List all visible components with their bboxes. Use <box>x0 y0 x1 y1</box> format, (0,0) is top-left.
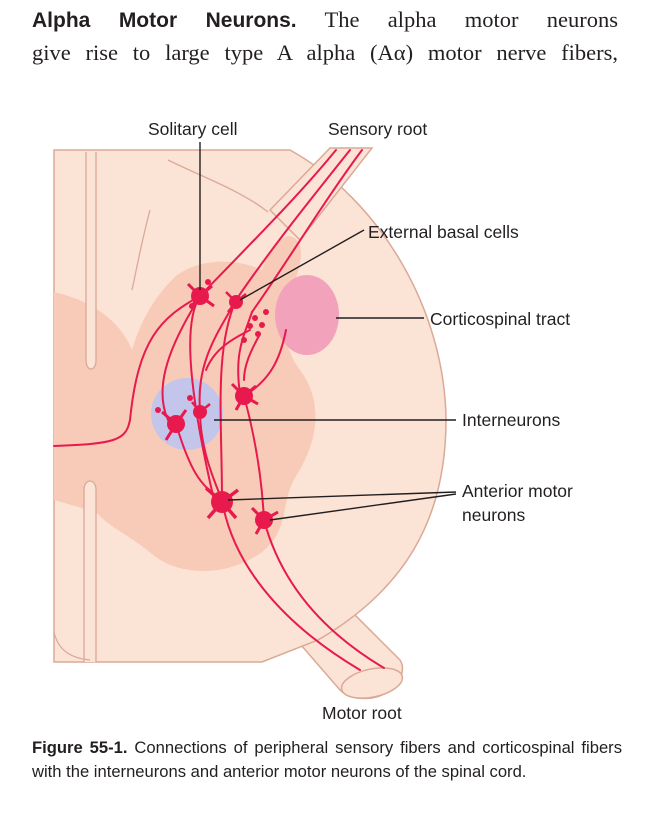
label-anterior-motor-neurons-line1: Anterior motor <box>462 481 573 501</box>
label-motor-root: Motor root <box>322 703 402 723</box>
interneuron-zone <box>151 378 223 450</box>
figure-caption-text: Connections of peripheral sensory fibers… <box>32 738 622 781</box>
label-interneurons: Interneurons <box>462 410 561 430</box>
dorsal-horn-outline <box>167 159 269 213</box>
interneuron-1 <box>161 409 188 441</box>
ventral-median-fissure <box>83 480 97 662</box>
external-basal-cell-neuron <box>225 291 247 313</box>
interneuron-2 <box>191 401 211 419</box>
motor-root-cut-end <box>340 667 404 699</box>
figure-caption: Figure 55-1. Connections of peripheral s… <box>32 736 622 784</box>
dorsal-median-septum <box>85 152 97 370</box>
label-external-basal-cells: External basal cells <box>368 222 519 242</box>
paragraph-line-1-text: The alpha motor neurons <box>324 7 619 32</box>
dorsal-column-line <box>131 209 151 291</box>
interneuron-3 <box>230 382 259 411</box>
body-paragraph: Alpha Motor Neurons. The alpha motor neu… <box>32 4 618 69</box>
label-solitary-cell: Solitary cell <box>148 119 238 139</box>
white-matter-contour <box>53 631 91 661</box>
synaptic-terminals <box>155 279 269 413</box>
label-sensory-root: Sensory root <box>328 119 428 139</box>
anterior-motor-neuron-2 <box>250 506 279 535</box>
label-anterior-motor-neurons-line2: neurons <box>462 505 526 525</box>
paragraph-line-2: give rise to large type A alpha (Aα) mot… <box>32 40 618 65</box>
figure-number: Figure 55-1. <box>32 738 128 757</box>
solitary-cell-neuron <box>186 282 215 309</box>
neuron-bodies <box>161 282 279 535</box>
paragraph-lead-heading: Alpha Motor Neurons. <box>32 9 297 32</box>
corticospinal-tract-area <box>275 275 339 355</box>
paragraph-line-1: Alpha Motor Neurons. The alpha motor neu… <box>32 4 618 37</box>
leader-lines <box>199 142 457 521</box>
label-corticospinal-tract: Corticospinal tract <box>430 309 571 329</box>
anterior-motor-neuron-1 <box>204 486 240 520</box>
nerve-fibers <box>53 149 385 671</box>
